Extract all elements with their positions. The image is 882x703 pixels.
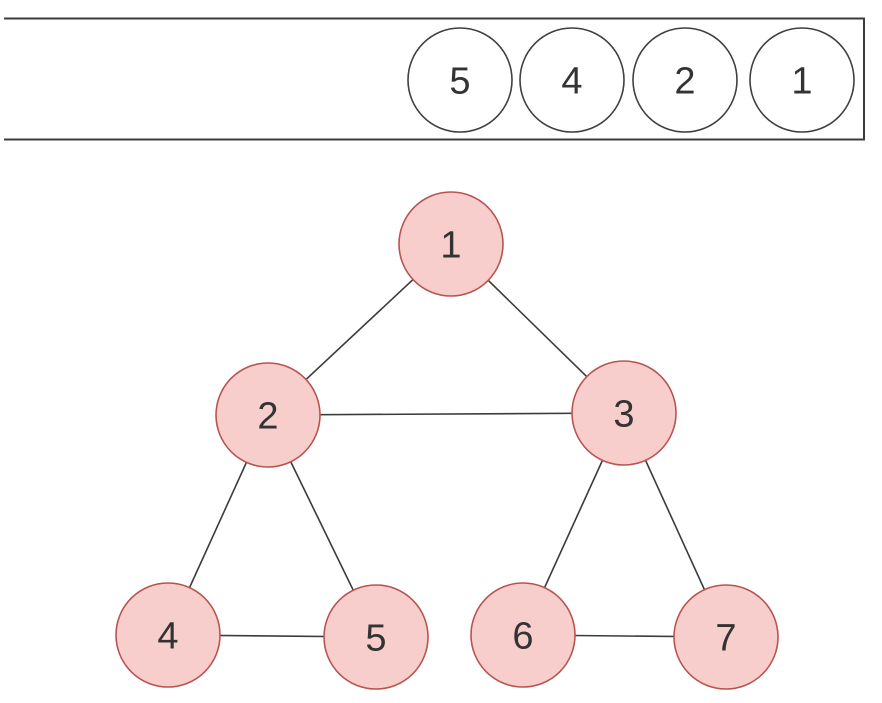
graph-node-5	[323, 584, 429, 690]
graph-node-1	[398, 191, 504, 297]
graph-node-6	[470, 582, 576, 688]
queue-item-circle-2	[632, 27, 738, 133]
queue-item-label: 1	[791, 60, 812, 102]
graph-node-7	[673, 584, 779, 690]
graph-node-2	[215, 362, 321, 468]
graph-node-label-1: 1	[440, 224, 461, 266]
graph-node-label-3: 3	[613, 393, 634, 435]
graph-node-4	[115, 582, 221, 688]
graph-node-3	[571, 360, 677, 466]
graph-node-label-6: 6	[512, 615, 533, 657]
graph-node-label-4: 4	[157, 615, 178, 657]
graph-node-label-7: 7	[715, 617, 736, 659]
queue-item-circle-1	[749, 27, 855, 133]
graph-node-label-2: 2	[257, 395, 278, 437]
queue-item-label: 2	[674, 60, 695, 102]
queue-item-label: 4	[561, 60, 582, 102]
graph-nodes: 1 2 3 4 5 6 7	[115, 191, 779, 690]
graph-edge-2-3	[267, 412, 625, 416]
queue-box-outline	[4, 17, 865, 141]
graph-node-label-5: 5	[365, 617, 386, 659]
queue-item-label: 5	[449, 60, 470, 102]
queue-item-circle-4	[519, 27, 625, 133]
queue-box: 5 4 2 1	[4, 17, 865, 141]
queue-item-circle-5	[407, 27, 513, 133]
